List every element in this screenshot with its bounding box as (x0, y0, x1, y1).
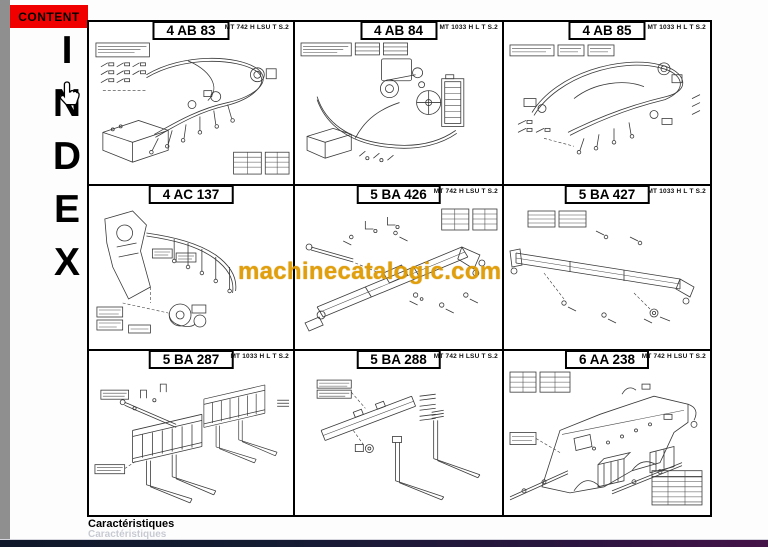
catalog-grid: 4 AB 83 MT 742 H LSU T S.2 (87, 20, 712, 517)
parts-diagram-4-ac-137 (96, 210, 237, 334)
left-scrollbar[interactable] (0, 0, 10, 539)
page-footer-ghost-label: Caractéristiques (88, 529, 167, 540)
hand-cursor-icon (59, 81, 80, 106)
panel-model-label: MT 742 H LSU T S.2 (433, 188, 498, 195)
panel-4-ab-84[interactable]: 4 AB 84 MT 1033 H L T S.2 (295, 22, 504, 186)
page-footer-label: Caractéristiques (88, 518, 175, 530)
panel-code-6-aa-238[interactable]: 6 AA 238 (564, 351, 650, 369)
panel-6-aa-238[interactable]: 6 AA 238 MT 742 H LSU T S.2 (504, 351, 710, 515)
parts-diagram-6-aa-238 (509, 371, 703, 506)
panel-5-ba-287[interactable]: 5 BA 287 MT 1033 H L T S.2 (89, 351, 295, 515)
index-letter-x[interactable]: X (53, 241, 80, 284)
panel-4-ab-85[interactable]: 4 AB 85 MT 1033 H L T S.2 (504, 22, 710, 186)
parts-diagram-5-ba-427 (509, 210, 695, 324)
parts-diagram-4-ab-84 (300, 42, 465, 163)
parts-diagram-5-ba-288 (316, 379, 481, 501)
parts-diagram-4-ab-85 (509, 44, 701, 155)
panel-model-label: MT 742 H LSU T S.2 (224, 24, 289, 31)
panel-code-4-ab-85[interactable]: 4 AB 85 (568, 22, 646, 40)
panel-code-5-ba-427[interactable]: 5 BA 427 (564, 186, 650, 204)
panel-model-label: MT 742 H LSU T S.2 (433, 353, 498, 360)
bottom-gradient-bar (0, 539, 768, 547)
index-letter-i[interactable]: I (61, 29, 73, 72)
panel-code-4-ab-84[interactable]: 4 AB 84 (359, 22, 438, 40)
panel-model-label: MT 1033 H L T S.2 (647, 188, 706, 195)
index-letter-d[interactable]: D (52, 135, 82, 178)
panel-code-4-ac-137[interactable]: 4 AC 137 (148, 186, 234, 204)
panel-5-ba-427[interactable]: 5 BA 427 MT 1033 H L T S.2 (504, 186, 710, 351)
panel-model-label: MT 1033 H L T S.2 (647, 24, 706, 31)
panel-code-5-ba-426[interactable]: 5 BA 426 (356, 186, 441, 204)
panel-code-5-ba-288[interactable]: 5 BA 288 (356, 351, 441, 369)
index-nav: I N D E X (44, 24, 90, 289)
panel-code-4-ab-83[interactable]: 4 AB 83 (152, 22, 230, 40)
parts-diagram-5-ba-426 (304, 208, 498, 332)
panel-5-ba-426[interactable]: 5 BA 426 MT 742 H LSU T S.2 (295, 186, 504, 351)
panel-model-label: MT 1033 H L T S.2 (439, 24, 498, 31)
parts-diagram-5-ba-287 (94, 383, 290, 504)
panel-4-ac-137[interactable]: 4 AC 137 (89, 186, 295, 351)
content-button[interactable]: CONTENT (10, 5, 88, 28)
panel-code-5-ba-287[interactable]: 5 BA 287 (148, 351, 234, 369)
watermark: machinecatalogic.com (238, 258, 502, 285)
panel-4-ab-83[interactable]: 4 AB 83 MT 742 H LSU T S.2 (89, 22, 295, 186)
parts-diagram-4-ab-83 (95, 42, 290, 175)
panel-model-label: MT 742 H LSU T S.2 (641, 353, 706, 360)
panel-model-label: MT 1033 H L T S.2 (230, 353, 289, 360)
panel-5-ba-288[interactable]: 5 BA 288 MT 742 H LSU T S.2 (295, 351, 504, 515)
index-letter-e[interactable]: E (53, 188, 80, 231)
